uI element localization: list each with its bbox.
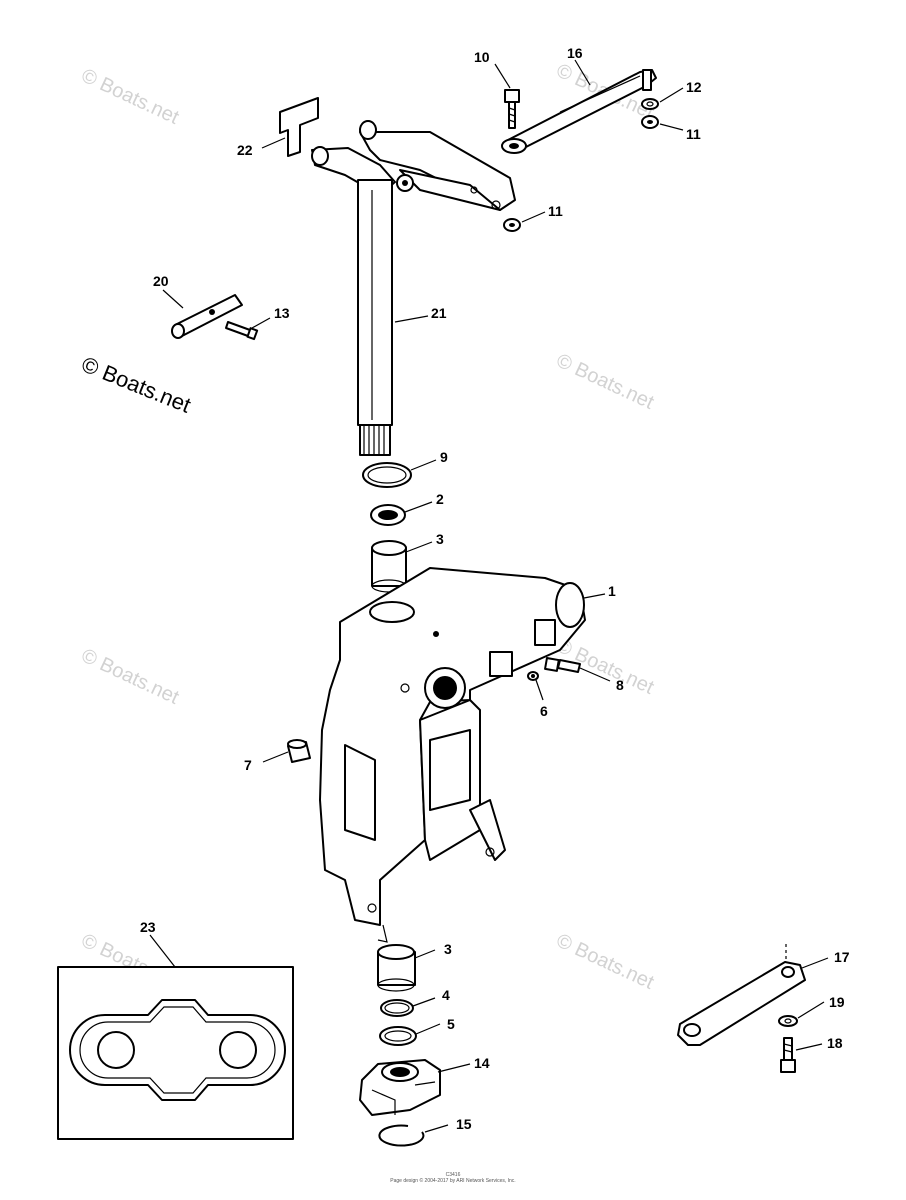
part-13-screw bbox=[225, 321, 259, 341]
part-5-ring bbox=[379, 1026, 417, 1046]
callout-8: 8 bbox=[616, 677, 624, 693]
part-14-bearing-block bbox=[359, 1059, 441, 1116]
part-17-bar bbox=[677, 944, 806, 1046]
callout-12: 12 bbox=[686, 79, 702, 95]
callout-19: 19 bbox=[829, 994, 845, 1010]
part-23-gasket-plate bbox=[57, 966, 294, 1140]
callout-3-upper: 3 bbox=[436, 531, 444, 547]
callout-22: 22 bbox=[237, 142, 253, 158]
callout-7: 7 bbox=[244, 757, 252, 773]
leader-lines bbox=[149, 59, 829, 1133]
part-10-bolt bbox=[504, 89, 520, 129]
part-22-clip bbox=[279, 97, 319, 157]
part-12-washer bbox=[641, 98, 659, 110]
callout-23: 23 bbox=[140, 919, 156, 935]
part-15-snap-ring bbox=[378, 1124, 425, 1147]
callout-20: 20 bbox=[153, 273, 169, 289]
part-11-nut-upper bbox=[641, 115, 659, 129]
watermark-dark: © Boats.net bbox=[78, 351, 194, 417]
callout-numbers: 22 10 16 12 11 11 20 13 21 9 2 3 1 8 6 7… bbox=[140, 45, 850, 1132]
part-3-bushing-upper bbox=[371, 540, 407, 593]
part-18-bolt bbox=[780, 1037, 796, 1073]
callout-4: 4 bbox=[442, 987, 450, 1003]
watermark: © Boats.net bbox=[553, 930, 658, 994]
callout-9: 9 bbox=[440, 449, 448, 465]
callout-5: 5 bbox=[447, 1016, 455, 1032]
part-1-swivel-bracket bbox=[319, 567, 586, 943]
callout-13: 13 bbox=[274, 305, 290, 321]
part-3-bushing-lower bbox=[377, 944, 416, 992]
part-20-pin bbox=[171, 294, 243, 339]
callout-2: 2 bbox=[436, 491, 444, 507]
watermark: © Boats.net bbox=[553, 350, 658, 414]
callout-16: 16 bbox=[567, 45, 583, 61]
part-19-washer bbox=[778, 1015, 798, 1027]
part-7-bushing bbox=[287, 739, 311, 763]
part-16-link-arm bbox=[501, 69, 657, 154]
part-2-seal bbox=[370, 504, 406, 526]
callout-18: 18 bbox=[827, 1035, 843, 1051]
callout-3-lower: 3 bbox=[444, 941, 452, 957]
diagram-code: C3416 bbox=[445, 1172, 461, 1178]
callout-21: 21 bbox=[431, 305, 447, 321]
callout-15: 15 bbox=[456, 1116, 472, 1132]
callout-1: 1 bbox=[608, 583, 616, 599]
watermark: © Boats.net bbox=[78, 645, 183, 709]
part-9-ring bbox=[362, 462, 412, 488]
callout-10: 10 bbox=[474, 49, 490, 65]
callout-6: 6 bbox=[540, 703, 548, 719]
callout-11-upper: 11 bbox=[686, 126, 701, 142]
part-11-nut-lower bbox=[503, 218, 521, 232]
callout-11-lower: 11 bbox=[548, 203, 563, 219]
callout-17: 17 bbox=[834, 949, 850, 965]
callout-14: 14 bbox=[474, 1055, 490, 1071]
copyright-notice: Page design © 2004-2017 by ARI Network S… bbox=[390, 1178, 516, 1184]
part-21-steering-tube bbox=[311, 120, 516, 456]
part-6-screw bbox=[527, 671, 539, 681]
part-8-bolt bbox=[544, 657, 581, 673]
footer: C3416 Page design © 2004-2017 by ARI Net… bbox=[0, 1172, 906, 1184]
watermark: © Boats.net bbox=[78, 65, 183, 129]
part-4-ring bbox=[380, 999, 414, 1017]
